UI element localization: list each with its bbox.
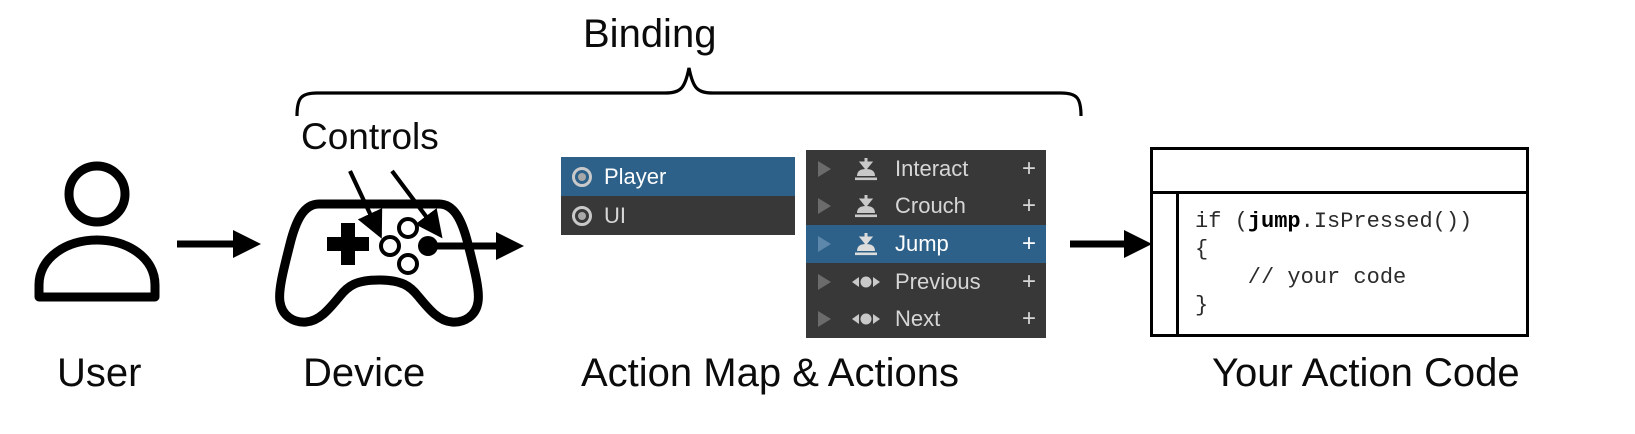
axis-action-icon [851, 270, 881, 294]
arrow-actions-to-code [1070, 230, 1152, 258]
code-line-4: } [1195, 293, 1209, 318]
action-row-jump[interactable]: Jump + [806, 225, 1046, 263]
action-map-row-ui[interactable]: UI [561, 196, 795, 235]
action-row-previous[interactable]: Previous + [806, 263, 1046, 301]
code-gutter [1153, 194, 1179, 334]
binding-brace [295, 67, 1083, 116]
code-line-2: { [1195, 237, 1209, 262]
action-label: Next [895, 306, 941, 332]
add-binding-button[interactable]: + [1021, 192, 1036, 220]
action-label: Crouch [895, 193, 966, 219]
action-label: Interact [895, 155, 969, 181]
action-map-icon [572, 205, 592, 226]
action-map-label: UI [604, 202, 626, 228]
action-row-interact[interactable]: Interact + [806, 150, 1046, 188]
add-binding-button[interactable]: + [1021, 154, 1036, 182]
action-map-panel[interactable]: Player UI [561, 157, 795, 235]
action-row-next[interactable]: Next + [806, 300, 1046, 338]
stage-label-action-map: Action Map & Actions [581, 351, 959, 395]
arrow-user-to-device [177, 230, 261, 258]
arrow-device-to-actionmap [428, 232, 524, 260]
action-row-crouch[interactable]: Crouch + [806, 188, 1046, 226]
chevron-right-icon[interactable] [818, 160, 831, 177]
chevron-right-icon[interactable] [818, 311, 831, 328]
button-action-icon [851, 194, 881, 218]
add-binding-button[interactable]: + [1021, 229, 1036, 257]
action-map-label: Player [604, 163, 667, 189]
action-map-icon [572, 166, 592, 187]
action-label: Previous [895, 268, 981, 294]
chevron-right-icon[interactable] [818, 273, 831, 290]
stage-label-device: Device [303, 351, 426, 395]
code-window-titlebar [1153, 150, 1526, 194]
stage-label-code: Your Action Code [1212, 351, 1520, 395]
button-action-icon [851, 157, 881, 181]
code-block: if (jump.IsPressed()) { // your code } [1179, 194, 1526, 334]
stage-label-user: User [57, 351, 142, 395]
code-line-3: // your code [1195, 265, 1407, 290]
code-window: if (jump.IsPressed()) { // your code } [1150, 147, 1529, 337]
add-binding-button[interactable]: + [1021, 267, 1036, 295]
controls-label: Controls [301, 116, 439, 157]
action-label: Jump [895, 230, 949, 256]
action-map-row-player[interactable]: Player [561, 157, 795, 196]
code-line-1: if (jump.IsPressed()) [1195, 209, 1473, 234]
add-binding-button[interactable]: + [1021, 305, 1036, 333]
chevron-right-icon[interactable] [818, 235, 831, 252]
button-action-icon [851, 232, 881, 256]
actions-panel[interactable]: Interact + Crouch + [806, 150, 1046, 338]
axis-action-icon [851, 307, 881, 331]
user-icon [34, 161, 160, 302]
chevron-right-icon[interactable] [818, 198, 831, 215]
binding-title: Binding [583, 12, 717, 56]
